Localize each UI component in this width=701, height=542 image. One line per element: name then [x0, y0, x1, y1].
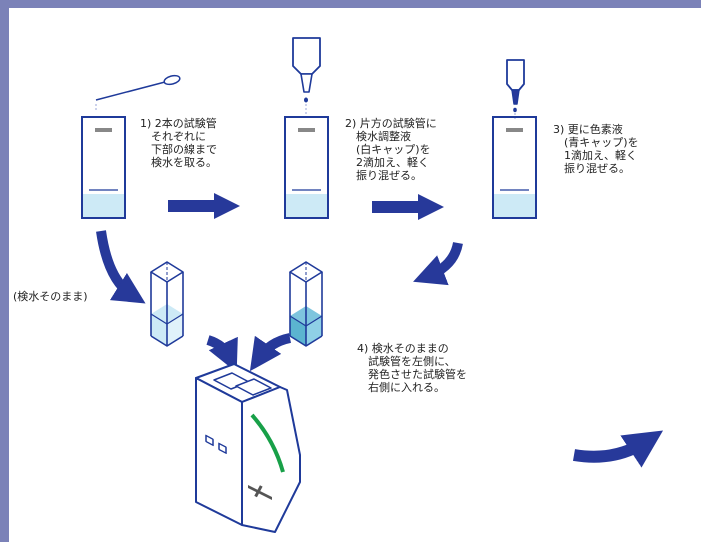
arrow-step3-back [413, 241, 463, 286]
step-2-instruction: 2) 片方の試験管に 検水調整液 (白キャップ)を 2滴加え、軽く 振り混ぜる。 [345, 117, 437, 182]
arrow-step1-to-step2 [168, 193, 240, 219]
arrow-right-cuvette-in [249, 333, 292, 372]
raw-water-label: (検水そのまま) [13, 290, 88, 303]
step-1-instruction: 1) 2本の試験管 それぞれに 下部の線まで 検水を取る。 [140, 117, 217, 169]
step-4-instruction: 4) 検水そのままの 試験管を左側に、 発色させた試験管を 右側に入れる。 [357, 342, 467, 394]
arrow-tube1-down [96, 230, 146, 304]
arrow-left-cuvette-in [206, 335, 238, 373]
test-tube-3 [492, 59, 537, 219]
arrow-next-page [572, 430, 664, 468]
cuvette-left [150, 261, 184, 347]
arrow-step2-to-step3 [372, 194, 444, 220]
comparator-device [195, 363, 301, 533]
frame-border-top [0, 0, 701, 8]
cuvette-right [289, 261, 323, 347]
test-tube-2 [284, 37, 329, 219]
step-3-instruction: 3) 更に色素液 (青キャップ)を 1滴加え、軽く 振り混ぜる。 [553, 123, 639, 175]
frame-border-left [0, 0, 9, 542]
test-tube-1 [81, 74, 181, 219]
